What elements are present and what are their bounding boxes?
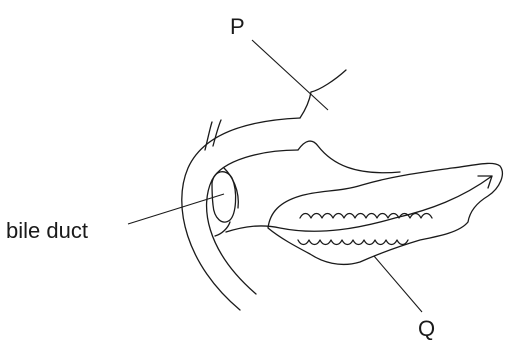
organ-p-lower-outline [298, 141, 400, 173]
duct-branches-upper [300, 214, 432, 219]
bile-duct-upper-line [224, 168, 238, 208]
duodenum-fold-1 [205, 122, 212, 150]
label-bile-duct: bile duct [6, 218, 88, 243]
duct-branches-lower [298, 240, 408, 245]
organ-q [226, 163, 502, 264]
duodenum-fold-2 [213, 120, 221, 146]
duodenum-outer-wall [182, 118, 300, 310]
duodenum [182, 118, 300, 310]
bile-duct [212, 168, 238, 236]
organ-p [298, 70, 400, 173]
leader-line-q [374, 256, 422, 312]
leader-line-bile-duct [128, 194, 224, 224]
pancreatic-duct [226, 176, 492, 232]
label-q: Q [418, 316, 435, 340]
leader-line-p [252, 40, 328, 110]
label-p: P [230, 14, 245, 39]
bile-duct-lower-line [215, 222, 230, 236]
organ-p-top-outline [300, 70, 346, 118]
